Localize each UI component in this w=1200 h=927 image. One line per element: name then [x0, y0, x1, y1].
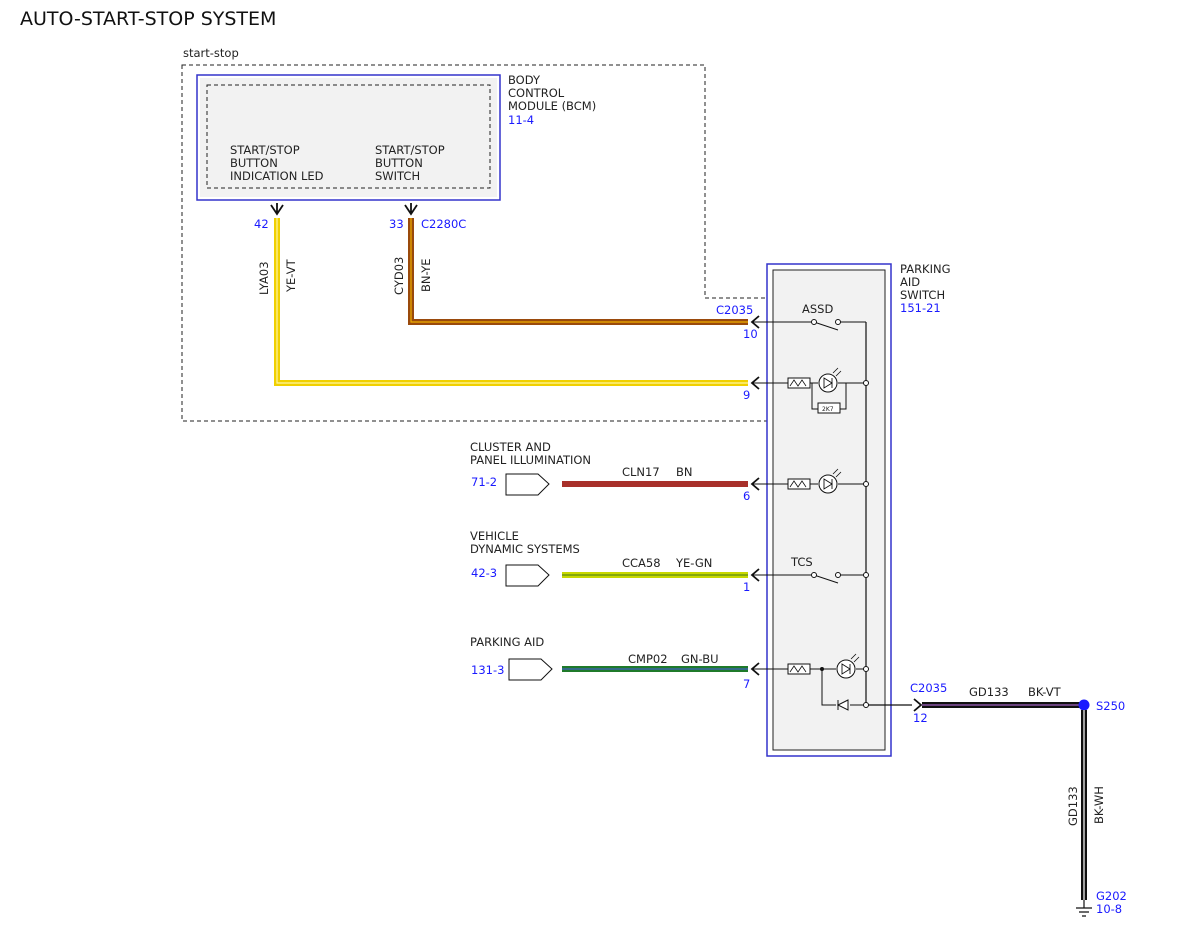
pin-7: 7	[743, 677, 750, 691]
vds-ref[interactable]: 42-3	[471, 566, 497, 580]
region-label: start-stop	[183, 46, 239, 60]
vds-connector	[505, 564, 550, 587]
ground-symbol	[1076, 900, 1092, 917]
pin-7-resistor	[787, 663, 811, 675]
wire-gd133-h-color: BK-VT	[1028, 685, 1062, 699]
wire-lya03-circuit: LYA03	[257, 261, 271, 295]
page-title: AUTO-START-STOP SYSTEM	[20, 8, 276, 30]
tcs-contact-a	[811, 572, 817, 578]
parking-aid-ref[interactable]: 131-3	[471, 663, 504, 677]
assd-contact-a	[811, 319, 817, 325]
pin-6: 6	[743, 489, 750, 503]
wire-cca58-color: YE-GN	[675, 556, 712, 570]
wire-lya03	[274, 218, 748, 386]
splice-s250	[1078, 699, 1090, 711]
switch-name-line-3: SWITCH	[900, 288, 945, 302]
pin-9-led	[818, 373, 838, 393]
assd-contact-b	[835, 319, 841, 325]
pin-9-resistor	[787, 377, 811, 389]
switch-name-line-1: PARKING	[900, 262, 951, 276]
splice-s250-label[interactable]: S250	[1096, 699, 1125, 713]
wire-cmp02-circuit: CMP02	[628, 652, 668, 666]
bcm-switch-line-3: SWITCH	[375, 169, 420, 183]
wire-cyd03-stripe	[410, 218, 748, 323]
vds-label-line-1: VEHICLE	[470, 529, 519, 543]
wire-lya03-color: YE-VT	[284, 258, 298, 293]
bcm-name-line-1: BODY	[508, 73, 541, 87]
ground-ref[interactable]: 10-8	[1096, 902, 1122, 916]
bcm-name-line-3: MODULE (BCM)	[508, 99, 596, 113]
tcs-label: TCS	[790, 555, 813, 569]
bcm-pin-42: 42	[254, 217, 269, 231]
cluster-ref[interactable]: 71-2	[471, 475, 497, 489]
bcm-switch-line-1: START/STOP	[375, 143, 445, 157]
assd-label: ASSD	[802, 302, 833, 316]
pin-12-arrow	[913, 698, 923, 712]
parking-aid-label: PARKING AID	[470, 635, 544, 649]
bcm-connector-c2280c[interactable]: C2280C	[421, 217, 466, 231]
vds-label-line-2: DYNAMIC SYSTEMS	[470, 542, 580, 556]
tcs-contact-b	[835, 572, 841, 578]
switch-name-line-2: AID	[900, 275, 920, 289]
ground-g202[interactable]: G202	[1096, 889, 1127, 903]
wire-cyd03	[408, 218, 748, 325]
wire-cln17-color: BN	[676, 465, 693, 479]
wire-gd133-h-circuit: GD133	[969, 685, 1009, 699]
pin-7-diode	[836, 699, 849, 711]
wire-cca58-circuit: CCA58	[622, 556, 661, 570]
resistor-2k7-label: 2K7	[822, 406, 834, 413]
bcm-pin-33-arrow	[404, 203, 418, 216]
switch-connector-c2035[interactable]: C2035	[716, 303, 753, 317]
wire-cln17-circuit: CLN17	[622, 465, 660, 479]
switch-connector-c2035-out[interactable]: C2035	[910, 681, 947, 695]
wire-cyd03-color: BN-YE	[419, 258, 433, 292]
bcm-led-line-3: INDICATION LED	[230, 169, 324, 183]
resistor-2k7	[817, 402, 841, 414]
cluster-label-line-1: CLUSTER AND	[470, 440, 551, 454]
bcm-name-line-2: CONTROL	[508, 86, 565, 100]
switch-ref[interactable]: 151-21	[900, 301, 941, 315]
wire-gd133-v-circuit: GD133	[1066, 786, 1080, 826]
pin-9: 9	[743, 388, 750, 402]
wire-lya03-stripe	[276, 218, 748, 384]
bcm-ref[interactable]: 11-4	[508, 113, 534, 127]
wire-cyd03-circuit: CYD03	[392, 257, 406, 295]
wire-cmp02-color: GN-BU	[681, 652, 719, 666]
cluster-connector	[505, 473, 550, 496]
wire-gd133-v-color: BK-WH	[1092, 786, 1106, 824]
bcm-pin-33: 33	[389, 217, 404, 231]
bcm-switch-line-2: BUTTON	[375, 156, 423, 170]
pin-10: 10	[743, 327, 758, 341]
bcm-internal-dashed	[206, 84, 491, 189]
bcm-inner-fill	[200, 78, 497, 197]
parking-aid-connector	[508, 658, 553, 681]
bcm-pin-42-arrow	[270, 203, 284, 216]
pin-7-led	[836, 659, 856, 679]
pin-6-led	[818, 474, 838, 494]
pin-6-resistor	[787, 478, 811, 490]
bcm-led-line-1: START/STOP	[230, 143, 300, 157]
cluster-label-line-2: PANEL ILLUMINATION	[470, 453, 591, 467]
bcm-led-line-2: BUTTON	[230, 156, 278, 170]
pin-12: 12	[913, 711, 928, 725]
pin-1: 1	[743, 580, 750, 594]
parking-aid-switch-inner	[772, 269, 886, 751]
